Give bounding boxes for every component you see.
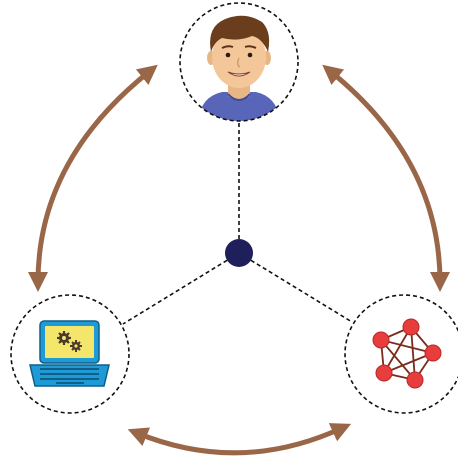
node-person-border [179,2,299,122]
laptop-settings-icon [29,320,110,387]
person-avatar-icon [198,15,280,121]
hub-dot [225,239,253,267]
node-computer [10,294,130,414]
arrow-computer-network [127,423,352,456]
node-network [344,294,458,414]
node-person [179,2,299,122]
connector-computer [122,252,240,325]
node-network-circle [344,294,458,414]
arrow-person-computer [28,64,158,292]
connector-network [238,252,353,323]
arrow-person-network [322,64,450,292]
network-graph-icon [372,318,442,389]
